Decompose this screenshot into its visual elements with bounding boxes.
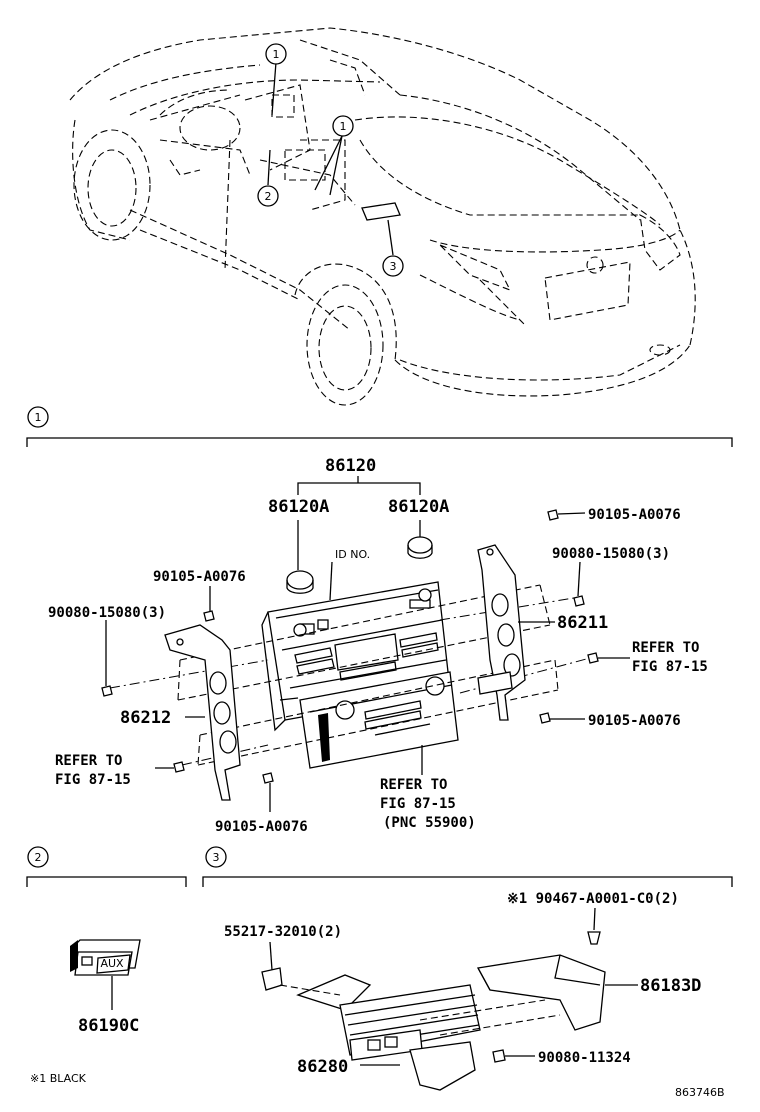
refer-center-line2: FIG 87-15: [380, 796, 456, 812]
callout-2: 2: [265, 190, 272, 203]
aux-label: AUX: [100, 957, 124, 970]
knob-right: [407, 536, 433, 559]
radio-unit: [261, 581, 459, 769]
part-86183d: 86183D: [640, 976, 701, 996]
refer-left-line2: FIG 87-15: [55, 772, 131, 788]
part-clip: 55217-32010(2): [224, 924, 342, 940]
part-86120a-left: 86120A: [268, 497, 329, 517]
cover-86183d: [476, 954, 606, 1031]
aux-jack: AUX: [70, 939, 141, 976]
id-number-label: ID NO.: [335, 548, 370, 561]
part-bolt-left: 90105-A0076: [153, 569, 246, 585]
refer-right-line2: FIG 87-15: [632, 659, 708, 675]
leaders-section-1: [105, 512, 630, 812]
section-1-number: 1: [35, 411, 42, 424]
bracket-86211: [477, 544, 526, 721]
radio-assembly-labels: 86120 86120A 86120A: [268, 456, 449, 570]
refer-center-line3: (PNC 55900): [383, 815, 476, 831]
section-3-number: 3: [213, 851, 220, 864]
car-outline: [69, 27, 696, 406]
part-screw-bottom: 90080-11324: [538, 1050, 631, 1066]
part-86212: 86212: [120, 708, 171, 728]
part-86280: 86280: [297, 1057, 348, 1077]
part-screw-top-right: 90080-15080(3): [552, 546, 670, 562]
part-screw-left: 90080-15080(3): [48, 605, 166, 621]
section-3-header: 3: [202, 846, 733, 887]
part-86120a-right: 86120A: [388, 497, 449, 517]
part-86190c: 86190C: [78, 1016, 139, 1036]
part-86211: 86211: [557, 613, 608, 633]
section-2-number: 2: [35, 851, 42, 864]
section-1-header: 1: [26, 406, 733, 447]
footnote-black: ※1 BLACK: [30, 1072, 87, 1085]
refer-left-line1: REFER TO: [55, 753, 122, 769]
diagram-code: 863746B: [675, 1086, 725, 1099]
callout-1-b: 1: [340, 120, 347, 133]
callout-3: 3: [390, 260, 397, 273]
part-86120: 86120: [325, 456, 376, 476]
part-bolt-top-right: 90105-A0076: [588, 507, 681, 523]
section-2-header: 2: [26, 846, 187, 887]
car-callouts: 1 1 2 3: [257, 43, 404, 277]
bracket-86212: [164, 624, 241, 801]
refer-center-line1: REFER TO: [380, 777, 447, 793]
bolts: [101, 509, 599, 784]
knob-left: [286, 570, 314, 594]
part-clip-black: ※1 90467-A0001-C0(2): [507, 891, 679, 907]
refer-right-line1: REFER TO: [632, 640, 699, 656]
callout-1-a: 1: [273, 48, 280, 61]
part-bolt-bottom: 90105-A0076: [215, 819, 308, 835]
amplifier-86280: [279, 974, 561, 1091]
part-bolt-right: 90105-A0076: [588, 713, 681, 729]
